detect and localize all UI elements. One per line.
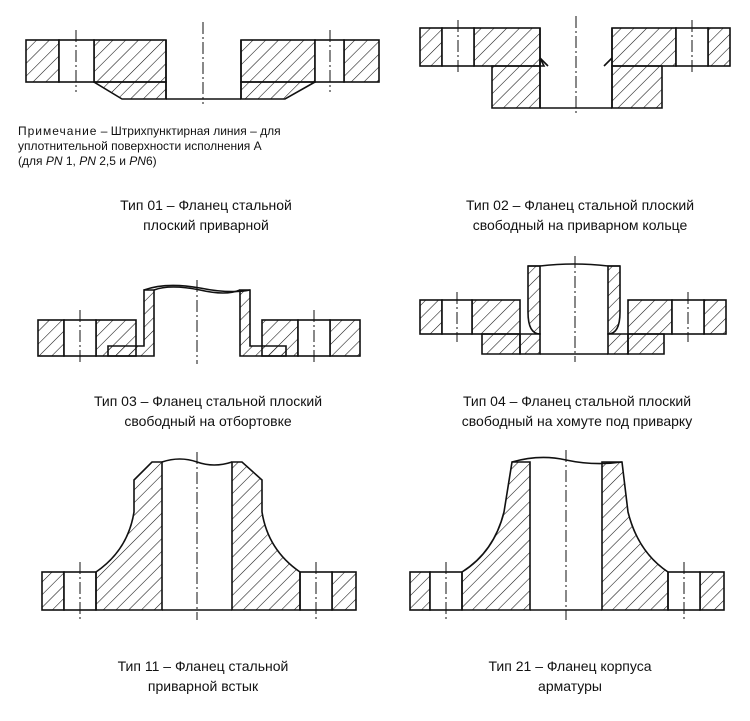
caption-type-21-line2: арматуры: [538, 678, 602, 694]
note-value-3: 6): [145, 154, 157, 168]
caption-type-03-line1: Тип 03 – Фланец стальной плоский: [93, 393, 323, 409]
caption-type-03-line2: свободный на отбортовке: [124, 413, 292, 429]
flange-type-04-drawing: [419, 256, 727, 362]
caption-type-01-line2: плоский приварной: [143, 217, 269, 233]
caption-type-03: Тип 03 – Фланец стальной плоский свободн…: [68, 391, 348, 431]
caption-type-11-line2: приварной встык: [147, 678, 259, 694]
flange-type-01-drawing: [25, 22, 380, 104]
caption-type-11: Тип 11 – Фланец стальной приварной встык: [88, 656, 318, 696]
note-text: Примечание – Штрихпунктирная линия – для…: [18, 124, 281, 169]
flange-type-21-drawing: [409, 450, 725, 620]
caption-type-21-line1: Тип 21 – Фланец корпуса: [488, 658, 652, 674]
note-line1: – Штрихпунктирная линия – для: [97, 124, 281, 138]
caption-type-02: Тип 02 – Фланец стальной плоский свободн…: [430, 195, 730, 235]
note-pn-1: PN: [45, 154, 63, 168]
caption-type-11-line1: Тип 11 – Фланец стальной: [117, 658, 289, 674]
caption-type-04-line1: Тип 04 – Фланец стальной плоский: [462, 393, 692, 409]
note-value-2: 2,5 и: [95, 154, 130, 168]
caption-type-21: Тип 21 – Фланец корпуса арматуры: [460, 656, 680, 696]
flange-type-02-drawing: [419, 16, 731, 114]
caption-type-02-line2: свободный на приварном кольце: [472, 217, 688, 233]
caption-type-04: Тип 04 – Фланец стальной плоский свободн…: [422, 391, 732, 431]
flange-type-11-drawing: [41, 452, 357, 620]
caption-type-01-line1: Тип 01 – Фланец стальной: [120, 197, 292, 213]
note-pn-3: PN: [129, 154, 146, 168]
note-line2: уплотнительной поверхности исполнения А: [18, 139, 262, 153]
note-value-1: 1,: [62, 154, 80, 168]
note-pn-2: PN: [79, 154, 96, 168]
caption-type-04-line2: свободный на хомуте под приварку: [461, 413, 693, 429]
caption-type-01: Тип 01 – Фланец стальной плоский приварн…: [96, 195, 316, 235]
note-label: Примечание: [18, 124, 98, 138]
flange-type-03-drawing: [37, 280, 361, 364]
caption-type-02-line1: Тип 02 – Фланец стальной плоский: [465, 197, 695, 213]
note-line3-open: (для: [18, 154, 46, 168]
